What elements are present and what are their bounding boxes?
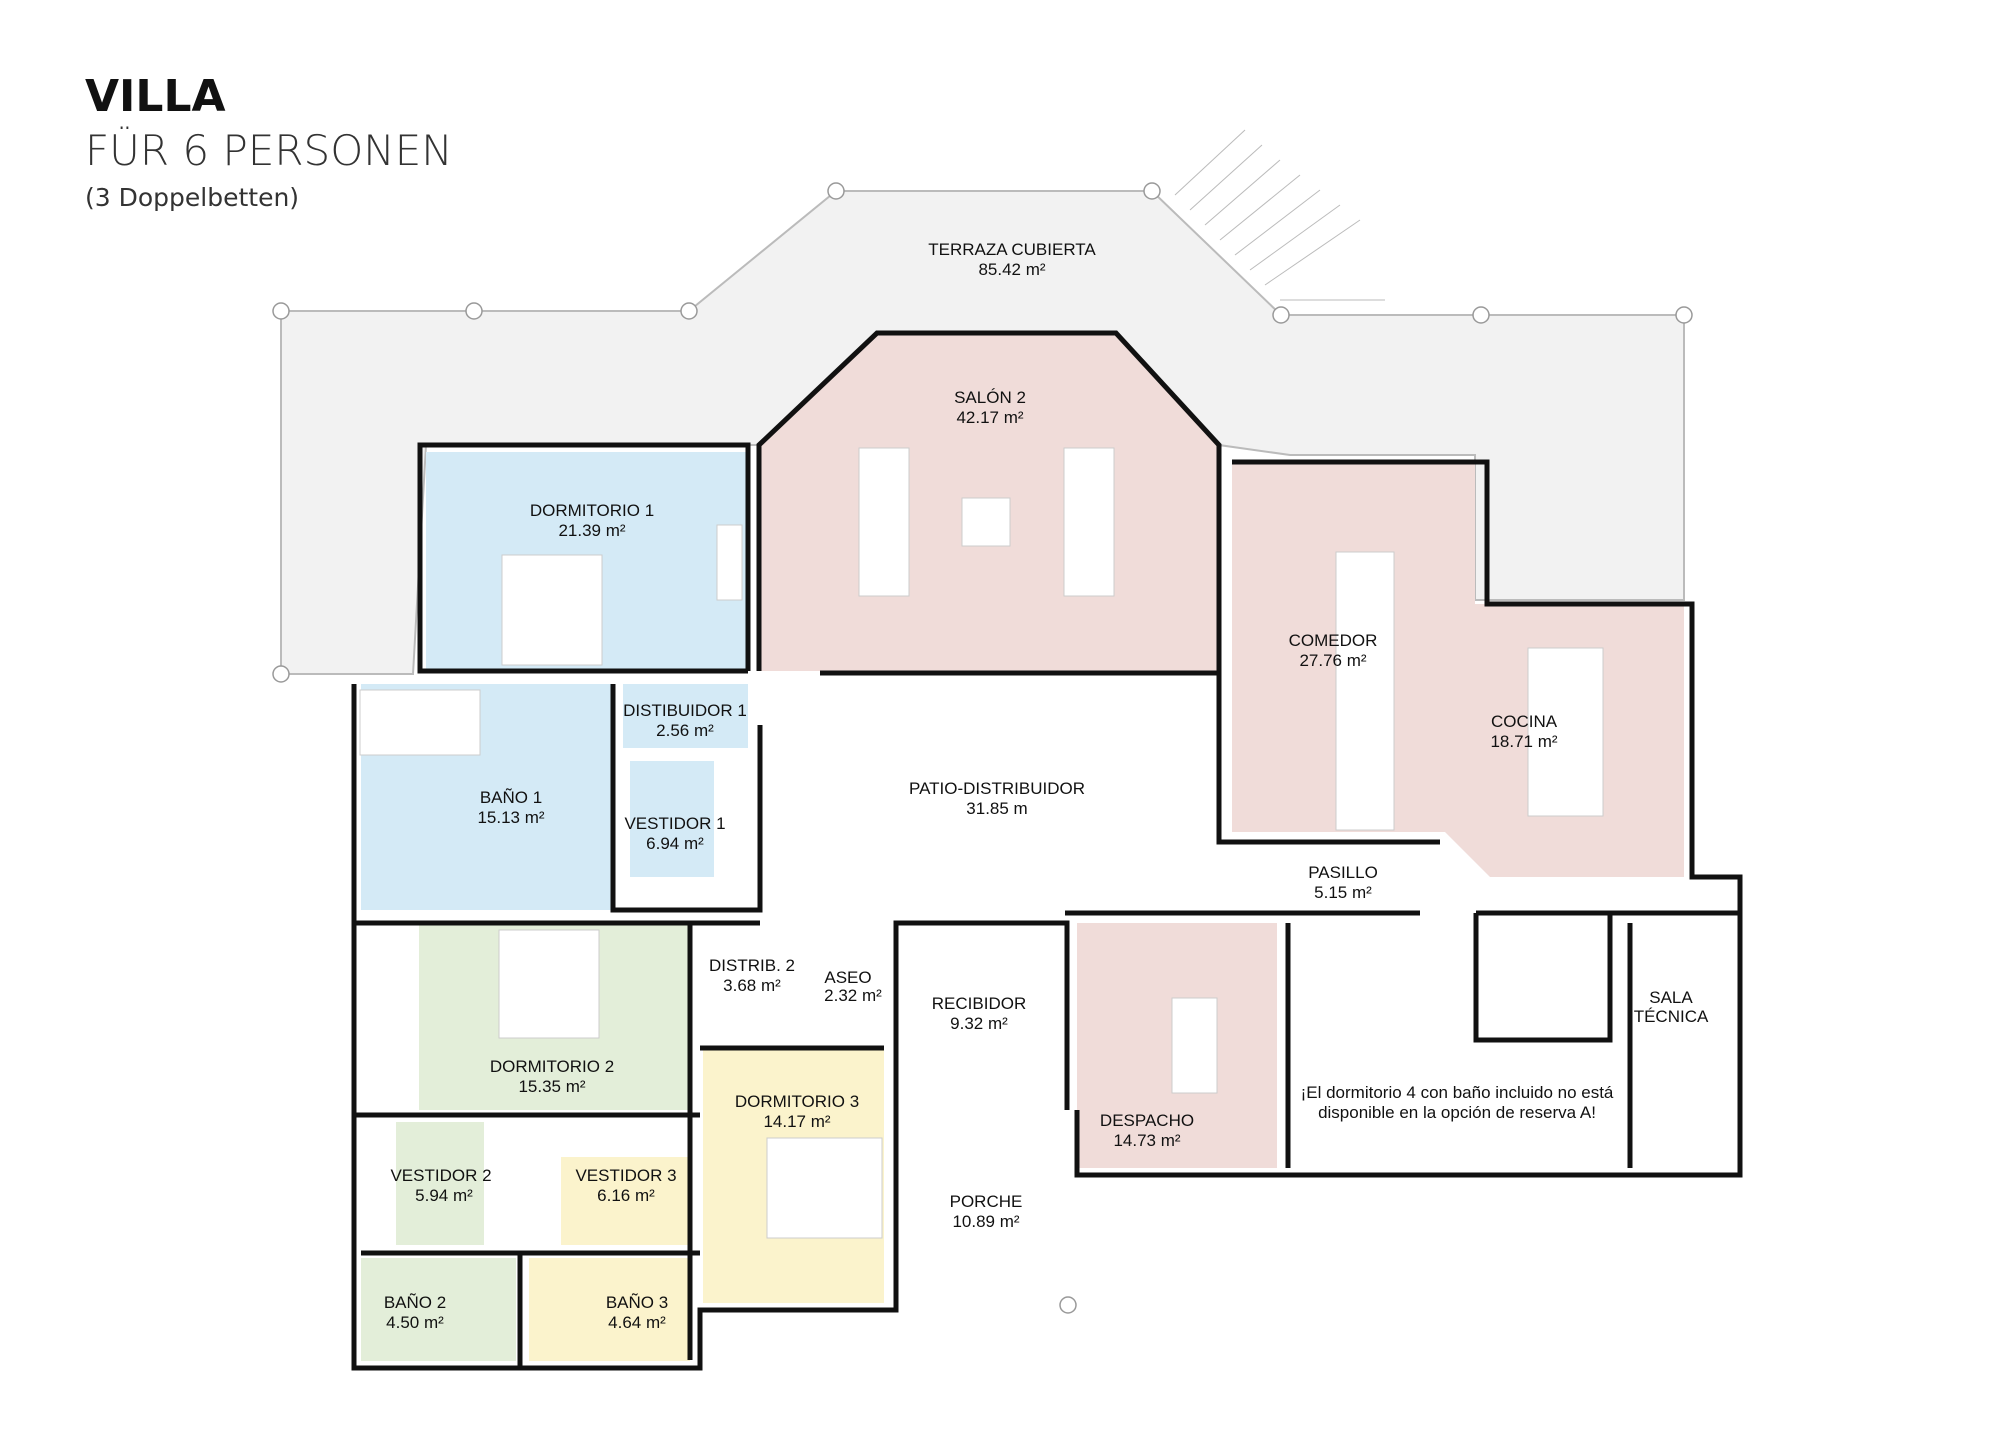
plan-subtitle: FÜR 6 PERSONEN <box>85 126 453 175</box>
room-bano2: BAÑO 24.50 m² <box>384 1293 446 1332</box>
room-name: BAÑO 1 <box>480 788 542 807</box>
stairs-icon <box>1174 129 1385 301</box>
availability-note: ¡El dormitorio 4 con baño incluido no es… <box>1301 1083 1614 1122</box>
room-name: COMEDOR <box>1289 631 1378 650</box>
room-area: 42.17 m² <box>956 408 1023 427</box>
room-dormitorio2: DORMITORIO 215.35 m² <box>490 1057 614 1096</box>
room-fill-bano3 <box>529 1258 690 1361</box>
room-name: PORCHE <box>950 1192 1023 1211</box>
room-name: DESPACHO <box>1100 1111 1194 1130</box>
room-fill-distribuidor1 <box>623 684 748 748</box>
room-area: 3.68 m² <box>723 976 781 995</box>
room-area: 15.35 m² <box>518 1077 585 1096</box>
room-area: 2.32 m² <box>824 986 882 1005</box>
room-name: DISTRIB. 2 <box>709 956 795 975</box>
room-area: 85.42 m² <box>978 260 1045 279</box>
terrace-area <box>280 190 1685 675</box>
room-area: 5.15 m² <box>1314 883 1372 902</box>
room-area: 27.76 m² <box>1299 651 1366 670</box>
room-name: DORMITORIO 2 <box>490 1057 614 1076</box>
plan-beds: (3 Doppelbetten) <box>85 183 299 212</box>
room-bano1: BAÑO 115.13 m² <box>477 788 544 827</box>
room-distrib2: DISTRIB. 23.68 m² <box>709 956 795 995</box>
note-line-2: disponible en la opción de reserva A! <box>1318 1103 1596 1122</box>
room-name: SALÓN 2 <box>954 388 1026 407</box>
room-salon2: SALÓN 242.17 m² <box>954 388 1026 427</box>
room-area: 5.94 m² <box>415 1186 473 1205</box>
room-name: DORMITORIO 3 <box>735 1092 859 1111</box>
room-dormitorio1: DORMITORIO 121.39 m² <box>530 501 654 540</box>
room-area: 4.50 m² <box>386 1313 444 1332</box>
room-area: 10.89 m² <box>952 1212 1019 1231</box>
room-vestidor1: VESTIDOR 16.94 m² <box>624 814 725 853</box>
room-name: BAÑO 3 <box>606 1293 668 1312</box>
room-fill-vestidor1 <box>630 761 714 877</box>
room-area: 4.64 m² <box>608 1313 666 1332</box>
room-area: 9.32 m² <box>950 1014 1008 1033</box>
room-fill-vestidor2 <box>396 1122 484 1245</box>
room-name: VESTIDOR 2 <box>390 1166 491 1185</box>
room-area: 2.56 m² <box>656 721 714 740</box>
room-bano3: BAÑO 34.64 m² <box>606 1293 668 1332</box>
room-name: DISTIBUIDOR 1 <box>623 701 747 720</box>
room-name: SALA <box>1649 988 1693 1007</box>
room-name: ASEO <box>824 968 871 987</box>
room-name: RECIBIDOR <box>932 994 1026 1013</box>
room-area: 31.85 m <box>966 799 1027 818</box>
room-vestidor3: VESTIDOR 36.16 m² <box>575 1166 676 1205</box>
room-fill-bano2 <box>361 1258 516 1361</box>
room-name: VESTIDOR 1 <box>624 814 725 833</box>
room-dormitorio3: DORMITORIO 314.17 m² <box>735 1092 859 1131</box>
room-area: 14.73 m² <box>1113 1131 1180 1150</box>
room-name: DORMITORIO 1 <box>530 501 654 520</box>
note-line-1: ¡El dormitorio 4 con baño incluido no es… <box>1301 1083 1614 1102</box>
room-area: TÉCNICA <box>1634 1007 1709 1026</box>
room-area: 18.71 m² <box>1490 732 1557 751</box>
room-name: BAÑO 2 <box>384 1293 446 1312</box>
room-fill-vestidor3 <box>561 1157 690 1245</box>
plan-title: VILLA <box>85 71 226 122</box>
room-distribuidor1: DISTIBUIDOR 12.56 m² <box>623 701 747 740</box>
walls <box>351 330 1743 1371</box>
room-area: 14.17 m² <box>763 1112 830 1131</box>
terrace-railing <box>272 182 1693 1314</box>
room-area: 6.16 m² <box>597 1186 655 1205</box>
room-name: VESTIDOR 3 <box>575 1166 676 1185</box>
furniture <box>359 447 1604 1239</box>
room-name: PASILLO <box>1308 863 1378 882</box>
room-area: 6.94 m² <box>646 834 704 853</box>
room-name: TERRAZA CUBIERTA <box>928 240 1096 259</box>
room-name: COCINA <box>1491 712 1558 731</box>
room-area: 15.13 m² <box>477 808 544 827</box>
room-area: 21.39 m² <box>558 521 625 540</box>
room-vestidor2: VESTIDOR 25.94 m² <box>390 1166 491 1205</box>
room-name: PATIO-DISTRIBUIDOR <box>909 779 1085 798</box>
